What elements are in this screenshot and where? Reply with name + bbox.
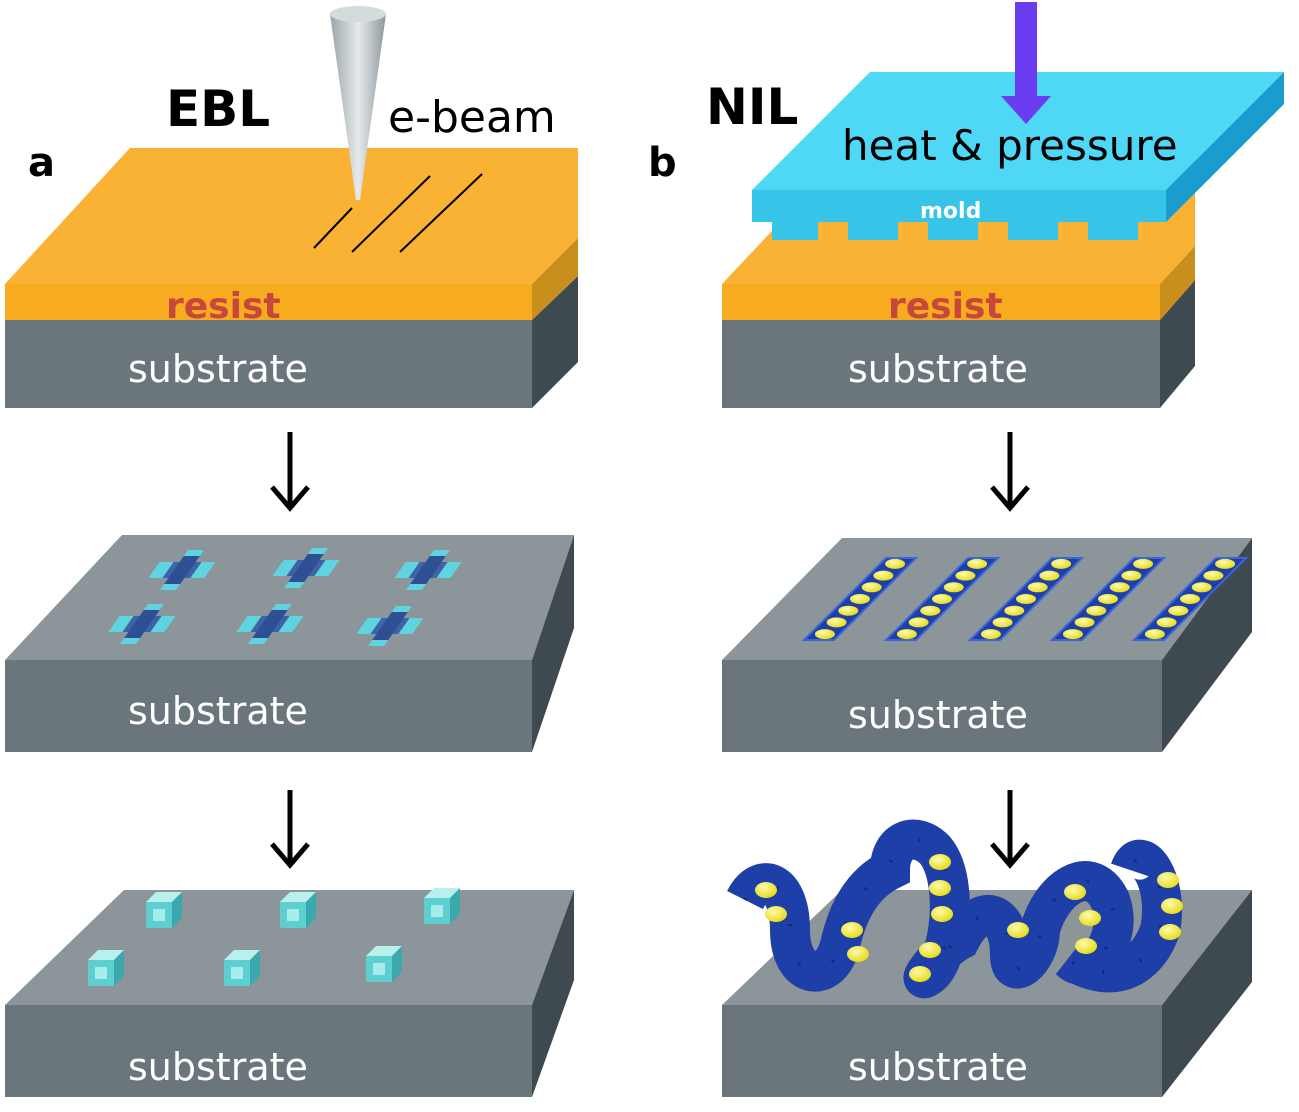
nanocube <box>424 888 460 924</box>
resist-label: resist <box>166 286 281 327</box>
substrate-label: substrate <box>128 689 308 733</box>
resist-top <box>5 148 578 284</box>
nanoparticle <box>1191 582 1212 593</box>
mold: mold heat & pressure <box>752 72 1284 240</box>
nanoparticle <box>885 558 906 569</box>
nanoparticle <box>1180 594 1200 604</box>
panel-b: b NIL resist substrate mold heat & press… <box>648 2 1284 1097</box>
e-beam-label: e-beam <box>388 92 556 143</box>
nanoparticle <box>850 594 870 604</box>
nanoparticle <box>1051 558 1072 569</box>
nanoparticle <box>932 594 952 604</box>
pressure-arrow <box>1001 2 1051 124</box>
exposed-line <box>313 207 353 249</box>
helical-ribbon <box>727 819 1183 999</box>
substrate-front <box>5 320 532 408</box>
arrow-down <box>990 790 1030 869</box>
electron-beam <box>330 14 386 200</box>
arrow-down <box>270 790 310 869</box>
nanocube <box>88 950 124 986</box>
substrate-label: substrate <box>848 693 1028 737</box>
nanoparticle <box>814 629 835 640</box>
nanoparticle <box>1039 570 1060 581</box>
nanocube <box>280 892 316 928</box>
nanoparticle <box>1133 558 1154 569</box>
nil-title: NIL <box>706 78 798 136</box>
heat-pressure-label: heat & pressure <box>842 121 1178 170</box>
nanoparticle <box>1121 570 1142 581</box>
nanoparticle <box>873 570 894 581</box>
nanoparticle <box>1156 617 1177 628</box>
nil-step3-block: substrate <box>722 819 1252 1097</box>
arrow-down <box>990 432 1030 512</box>
nanoparticle <box>943 582 964 593</box>
nanoparticle-stripes <box>801 557 1249 641</box>
nil-step2-block: substrate <box>722 538 1252 752</box>
nanoparticle <box>1074 617 1095 628</box>
resist-label: resist <box>888 286 1003 327</box>
nanoparticle <box>992 617 1013 628</box>
nanoparticle <box>1016 594 1036 604</box>
nanoparticle <box>1203 570 1224 581</box>
nanocube <box>224 950 260 986</box>
nanoparticle <box>1109 582 1130 593</box>
nanoparticle <box>838 605 859 616</box>
nanoparticle <box>908 617 929 628</box>
nanoparticle <box>980 629 1001 640</box>
panel-a: a EBL e-beam resist substrate <box>5 6 578 1097</box>
panel-a-letter: a <box>28 140 55 186</box>
resist-side <box>532 238 578 320</box>
nanoparticle <box>1168 605 1189 616</box>
nanocube <box>146 892 182 928</box>
nanoparticle <box>967 558 988 569</box>
panel-b-letter: b <box>648 140 677 186</box>
substrate-label: substrate <box>128 347 308 391</box>
nanoparticle <box>826 617 847 628</box>
nanoparticle <box>1004 605 1025 616</box>
nanoparticle <box>1144 629 1165 640</box>
nanoparticle <box>955 570 976 581</box>
beam-top <box>330 6 386 22</box>
substrate-label: substrate <box>128 1045 308 1089</box>
arrow-down <box>270 432 310 512</box>
exposed-line <box>351 175 431 253</box>
nanoparticle <box>896 629 917 640</box>
nanoparticle <box>1027 582 1048 593</box>
substrate-label: substrate <box>848 347 1028 391</box>
nanoparticle <box>1062 629 1083 640</box>
substrate-label: substrate <box>848 1045 1028 1089</box>
nanoparticle <box>1098 594 1118 604</box>
nanoparticle <box>1086 605 1107 616</box>
ebl-step3-block: substrate <box>5 888 574 1097</box>
ebl-step2-block: substrate <box>5 535 574 752</box>
mold-label: mold <box>920 199 981 224</box>
nanoparticle <box>1215 558 1236 569</box>
resist-front <box>5 284 532 320</box>
ebl-step1-block: resist substrate <box>5 148 578 408</box>
ebl-title: EBL <box>166 80 270 138</box>
exposed-line <box>399 173 483 253</box>
nanocube <box>366 946 402 982</box>
nanoparticle <box>861 582 882 593</box>
nanoparticle <box>920 605 941 616</box>
